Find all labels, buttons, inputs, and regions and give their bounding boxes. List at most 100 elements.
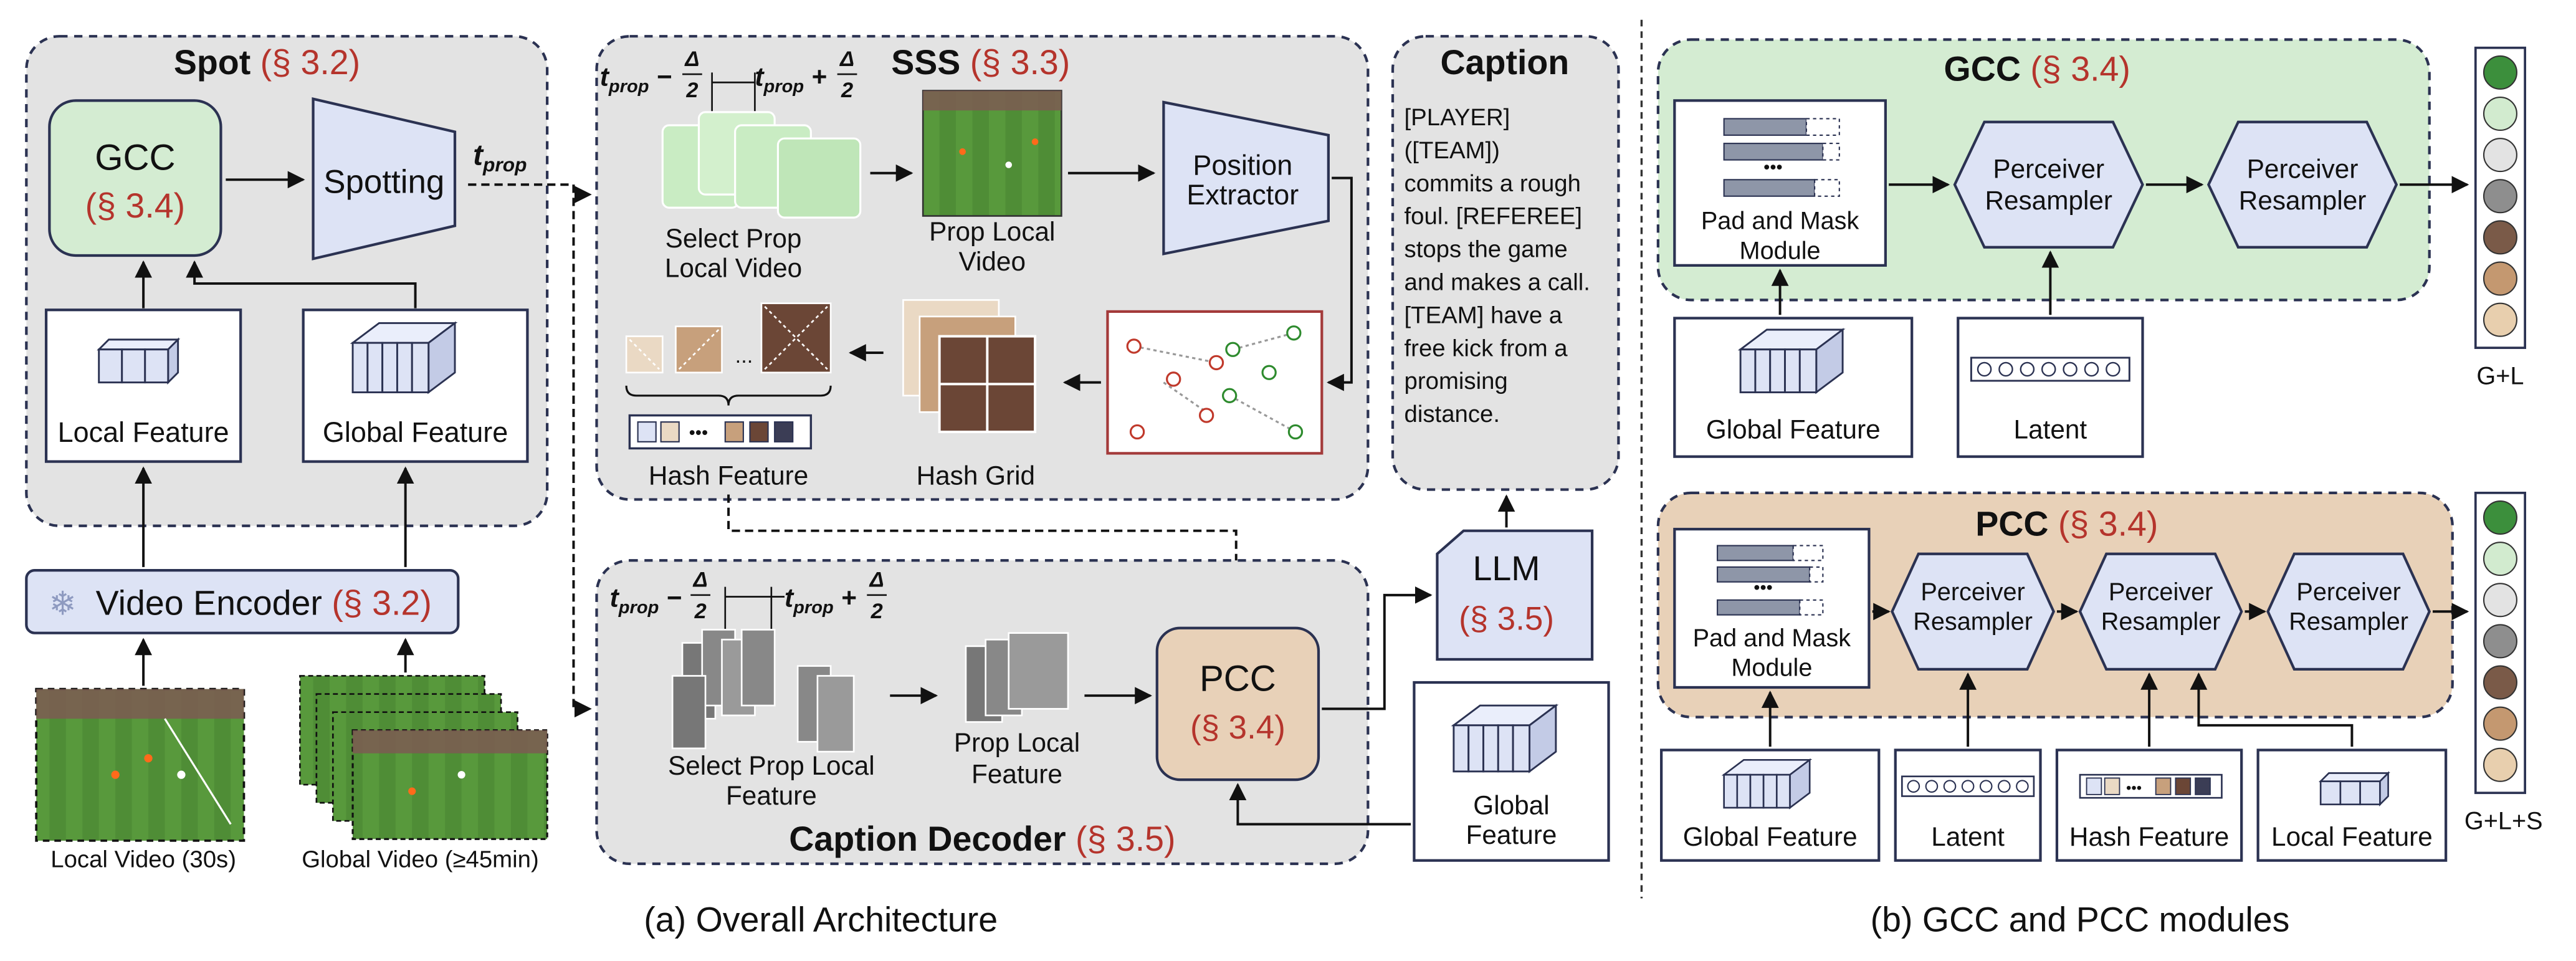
video-encoder-label: Video Encoder (§ 3.2)	[96, 584, 432, 623]
player-position-markers	[1126, 325, 1304, 440]
caption-gcc-pcc-modules: (b) GCC and PCC modules	[1871, 900, 2290, 939]
pcc-perceiver-resampler-1	[1891, 552, 2055, 671]
pcc-module	[1155, 626, 1320, 782]
pcc-global-feature-label: Global Feature	[1683, 822, 1858, 851]
pcc-resampler-1-label-1: Perceiver	[1920, 578, 2025, 606]
svg-text:2: 2	[694, 600, 707, 623]
caption-text: [PLAYER] ([TEAM]) commits a rough foul. …	[1405, 104, 1590, 428]
hash-feature-icon: ... •••	[625, 302, 832, 450]
gcc-perceiver-resampler-1	[1953, 120, 2144, 249]
prop-local-feature-label-2: Feature	[971, 759, 1062, 788]
pcc-pad-mask-icon: •••	[1717, 545, 1824, 616]
local-feature-box	[44, 308, 242, 463]
gcc-output-label: G+L	[2476, 362, 2524, 390]
decoder-global-feature-icon	[1451, 704, 1559, 773]
svg-text:2: 2	[871, 600, 883, 623]
svg-text:commits a rough: commits a rough	[1405, 170, 1581, 197]
svg-text:2: 2	[841, 79, 853, 102]
position-extractor-label-1: Position	[1193, 149, 1292, 181]
gcc-resampler-1-label-2: Resampler	[1985, 186, 2112, 215]
svg-text:stops the game: stops the game	[1405, 236, 1568, 263]
select-prop-local-feature-icon	[671, 629, 855, 753]
snowflake-icon: ❄	[49, 586, 76, 623]
arrow-pcc-local-to-resampler	[2190, 672, 2354, 747]
prop-local-video-label-1: Prop Local	[929, 217, 1055, 246]
pcc-module-label: PCC	[1200, 658, 1276, 699]
hash-feature-label: Hash Feature	[649, 461, 808, 490]
svg-text:promising: promising	[1405, 368, 1508, 394]
gcc-latent-box	[1957, 317, 2144, 458]
select-prop-local-feature-label-1: Select Prop Local	[668, 751, 875, 780]
pcc-pad-mask-label-2: Module	[1731, 654, 1812, 681]
arrow-hash-feature-to-pcc	[727, 494, 1245, 625]
gcc-perceiver-resampler-2	[2206, 120, 2398, 249]
decoder-global-feature-label-1: Global	[1473, 791, 1549, 820]
spot-title: Spot (§ 3.2)	[174, 43, 360, 82]
gcc-resampler-2-label-2: Resampler	[2239, 186, 2367, 215]
gcc-module-ref: (§ 3.4)	[85, 186, 186, 225]
t-prop-label: tprop	[473, 139, 527, 176]
hash-grid-label: Hash Grid	[917, 461, 1035, 490]
gcc-global-feature-label: Global Feature	[1706, 415, 1881, 444]
pcc-module-ref: (§ 3.4)	[1190, 709, 1286, 746]
pcc-resampler-3-label-1: Perceiver	[2296, 578, 2401, 606]
hash-grid-icon	[902, 299, 1037, 433]
prop-local-feature-icon	[965, 632, 1069, 723]
pcc-hash-feature-label: Hash Feature	[2069, 822, 2229, 851]
prop-local-feature-label-1: Prop Local	[954, 728, 1080, 757]
select-prop-local-video-label-1: Select Prop	[665, 224, 802, 253]
svg-text:•••: •••	[1763, 158, 1783, 178]
arrow-tprop-to-decoder	[572, 184, 592, 718]
select-prop-local-video-icon	[661, 111, 862, 219]
sss-title: SSS (§ 3.3)	[891, 43, 1070, 82]
pcc-perceiver-resampler-2	[2078, 552, 2243, 671]
pcc-resampler-2-label-2: Resampler	[2101, 608, 2221, 635]
gcc-resampler-1-label-1: Perceiver	[1993, 155, 2104, 184]
llm-label: LLM	[1473, 549, 1540, 588]
svg-text:tprop +: tprop +	[755, 62, 826, 97]
gcc-latent-label: Latent	[2014, 415, 2087, 444]
caption-title: Caption	[1441, 43, 1570, 82]
pcc-local-feature-icon	[2318, 771, 2390, 806]
decoder-global-feature-label-2: Feature	[1466, 820, 1557, 849]
svg-text:...: ...	[735, 344, 753, 368]
caption-decoder-title: Caption Decoder (§ 3.5)	[789, 820, 1175, 858]
pcc-local-feature-label: Local Feature	[2271, 822, 2433, 851]
svg-text:Δ: Δ	[839, 47, 854, 71]
llm-box	[1436, 529, 1594, 661]
select-prop-local-feature-label-2: Feature	[726, 781, 817, 810]
svg-text:[TEAM] have a: [TEAM] have a	[1405, 302, 1563, 328]
global-video-stack	[299, 675, 548, 840]
svg-text:Δ: Δ	[869, 568, 884, 592]
position-extractor-label-2: Extractor	[1186, 179, 1299, 211]
svg-text:•••: •••	[2126, 780, 2142, 796]
gcc-panel-title: GCC (§ 3.4)	[1944, 50, 2130, 88]
caption-overall-architecture: (a) Overall Architecture	[644, 900, 998, 939]
pcc-panel-title: PCC (§ 3.4)	[1975, 505, 2158, 543]
pcc-global-feature-icon	[1721, 758, 1813, 810]
svg-text:foul. [REFEREE]: foul. [REFEREE]	[1405, 203, 1583, 230]
pcc-hash-feature-icon: •••	[2079, 773, 2223, 799]
caption-panel	[1391, 35, 1620, 491]
sss-window-formula: tprop − Δ 2 tprop + Δ 2	[600, 47, 857, 132]
svg-text:tprop −: tprop −	[600, 62, 672, 97]
spotting-module	[312, 97, 457, 261]
pcc-local-feature-box	[2256, 748, 2448, 862]
local-video-label: Local Video (30s)	[50, 846, 236, 873]
pcc-latent-box	[1894, 748, 2042, 862]
gcc-global-feature-icon	[1737, 328, 1846, 394]
svg-text:•••: •••	[1753, 578, 1773, 598]
position-extractor-module	[1162, 100, 1330, 256]
pcc-latent-label: Latent	[1931, 822, 2005, 851]
arrow-global-to-gcc	[186, 260, 417, 308]
pcc-resampler-3-label-2: Resampler	[2289, 608, 2408, 635]
select-prop-local-video-label-2: Local Video	[665, 253, 802, 282]
spotting-label: Spotting	[323, 163, 444, 200]
gcc-latent-icon	[1970, 356, 2130, 382]
pcc-perceiver-resampler-3	[2266, 552, 2431, 671]
gcc-output-vector	[2474, 46, 2526, 349]
svg-text:Δ: Δ	[684, 47, 699, 71]
gcc-resampler-2-label-1: Perceiver	[2247, 155, 2359, 184]
